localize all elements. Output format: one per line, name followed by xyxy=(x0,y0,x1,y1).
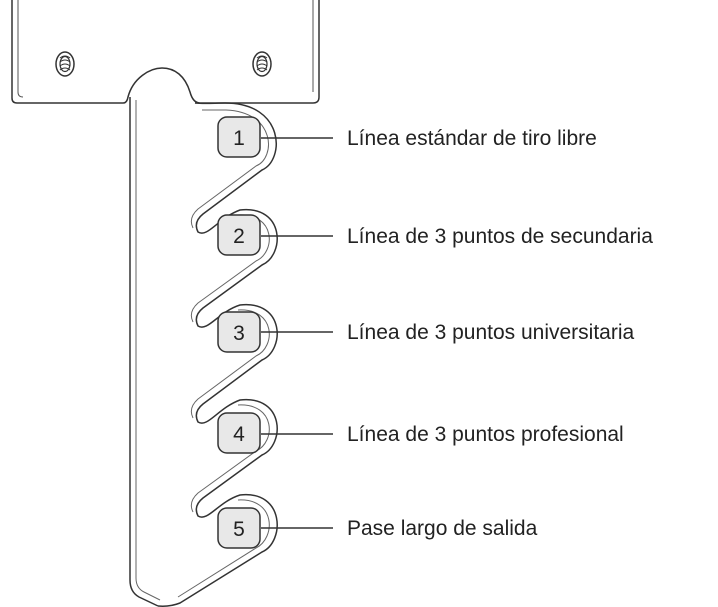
bracket-arm xyxy=(129,97,278,607)
screw-hole-left-icon xyxy=(55,51,75,77)
position-label-3: Línea de 3 puntos universitaria xyxy=(347,321,635,344)
position-number-1: 1 xyxy=(233,127,245,150)
position-badge-2: 2 xyxy=(217,214,261,256)
mounting-plate xyxy=(11,0,320,104)
position-number-5: 5 xyxy=(233,518,245,541)
position-badge-1: 1 xyxy=(217,116,261,158)
position-number-3: 3 xyxy=(233,322,245,345)
position-label-4: Línea de 3 puntos profesional xyxy=(347,423,624,446)
position-badge-4: 4 xyxy=(217,412,261,454)
position-label-2: Línea de 3 puntos de secundaria xyxy=(347,225,653,248)
position-label-5: Pase largo de salida xyxy=(347,517,538,540)
screw-hole-right-icon xyxy=(252,51,272,77)
position-label-1: Línea estándar de tiro libre xyxy=(347,127,597,150)
position-badge-5: 5 xyxy=(217,507,261,549)
position-badge-3: 3 xyxy=(217,311,261,353)
position-number-2: 2 xyxy=(233,225,245,248)
position-number-4: 4 xyxy=(233,423,245,446)
